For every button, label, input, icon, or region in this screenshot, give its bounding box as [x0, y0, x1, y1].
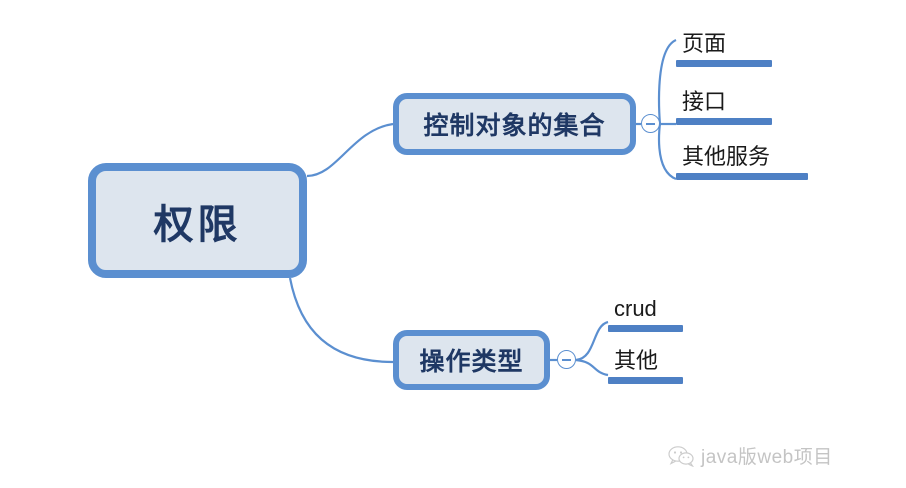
leaf-underline-bar	[676, 118, 772, 125]
leaf-underline-bar	[676, 60, 772, 67]
leaf-node-label: 其他服务	[682, 144, 771, 169]
connector-root-to-branch-a	[306, 122, 394, 178]
connector-root-to-branch-b	[288, 277, 394, 364]
leaf-underline-bar	[608, 377, 683, 384]
branch-node-label: 控制对象的集合	[423, 112, 606, 140]
leaf-node-label: 其他	[614, 348, 659, 373]
wechat-logo-icon	[668, 445, 694, 467]
connector-branch-a-to-other	[657, 123, 677, 181]
leaf-node-page[interactable]: 页面	[676, 33, 772, 67]
leaf-node-other-services[interactable]: 其他服务	[676, 146, 808, 180]
root-node-label: 权限	[153, 202, 242, 247]
minus-icon	[562, 358, 571, 361]
branch-node-label: 操作类型	[419, 348, 524, 376]
leaf-node-label: 页面	[682, 31, 727, 56]
collapse-toggle-icon-branch-a[interactable]	[641, 114, 660, 133]
leaf-node-label: crud	[614, 296, 657, 321]
leaf-node-api[interactable]: 接口	[676, 91, 772, 125]
minus-icon	[646, 122, 655, 125]
connector-branch-b-to-crud	[575, 320, 609, 362]
connector-branch-b-to-qita	[575, 358, 609, 377]
leaf-node-label: 接口	[682, 89, 727, 114]
leaf-underline-bar	[608, 325, 683, 332]
watermark-text: java版web项目	[701, 447, 833, 468]
mindmap-root-node[interactable]: 权限	[88, 163, 307, 278]
leaf-node-crud[interactable]: crud	[608, 298, 683, 332]
mindmap-branch-node-operation-type[interactable]: 操作类型	[393, 330, 550, 390]
collapse-toggle-icon-branch-b[interactable]	[557, 350, 576, 369]
watermark: java版web项目	[668, 442, 833, 469]
leaf-underline-bar	[676, 173, 808, 180]
leaf-node-other[interactable]: 其他	[608, 350, 683, 384]
connector-branch-a-to-page	[657, 38, 677, 125]
mindmap-branch-node-control-objects[interactable]: 控制对象的集合	[393, 93, 636, 155]
